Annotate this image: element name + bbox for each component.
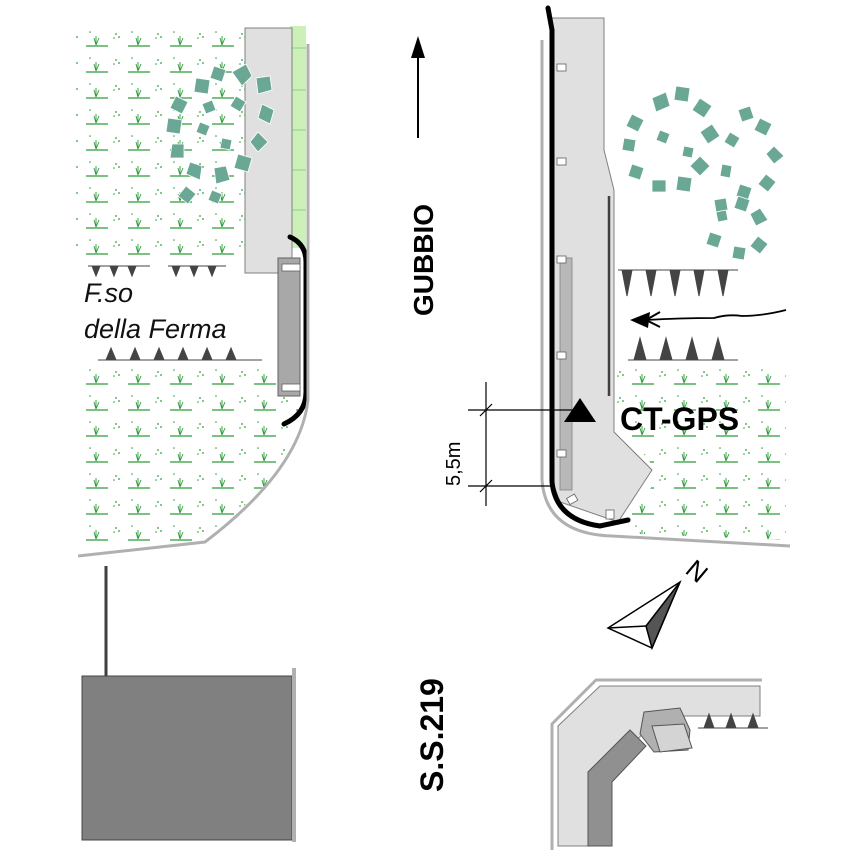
grass-area-lower-left: [78, 368, 300, 548]
north-label: N: [680, 554, 714, 589]
left-panel: F.so della Ferma: [75, 26, 310, 842]
tree-icon: [165, 63, 275, 205]
road-label: S.S.219: [414, 678, 450, 792]
bridge-slab-left: [244, 27, 293, 274]
station-label: CT-GPS: [620, 401, 739, 437]
grass-strip: [290, 26, 306, 248]
road-corner-dark: [587, 729, 647, 847]
direction-arrow-icon: [411, 36, 425, 138]
road-edge-right: [540, 40, 791, 548]
embankment-symbol: [88, 265, 226, 278]
dimension-marker: [468, 382, 584, 506]
north-arrow-icon: [606, 580, 682, 651]
stream-label-line1: F.so: [84, 278, 133, 308]
embankment-symbol: [628, 336, 738, 361]
stream-flow-arrow: [645, 309, 787, 321]
grass-area-upper-left: [75, 28, 245, 262]
dimension-label: 5,5m: [443, 442, 465, 486]
embankment-symbol: [698, 712, 768, 729]
structure-block: [651, 723, 693, 753]
barrier-posts: [556, 63, 615, 520]
guardrail-left: [281, 234, 309, 427]
direction-label: GUBBIO: [408, 204, 439, 316]
embankment-symbol: [98, 346, 262, 361]
embankment-symbol: [618, 269, 738, 297]
stream-label-line2: della Ferma: [84, 314, 227, 344]
right-panel: 5,5m CT-GPS N: [443, 5, 791, 850]
guardrail-right: [545, 5, 631, 529]
road-corner-edge: [550, 678, 762, 850]
barrier-support-left: [277, 257, 301, 397]
grass-area-right: [616, 368, 786, 540]
road-edge-left: [77, 44, 310, 558]
tree-icon: [621, 85, 785, 261]
dark-building: [81, 675, 293, 841]
station-triangle-icon: [564, 398, 596, 422]
